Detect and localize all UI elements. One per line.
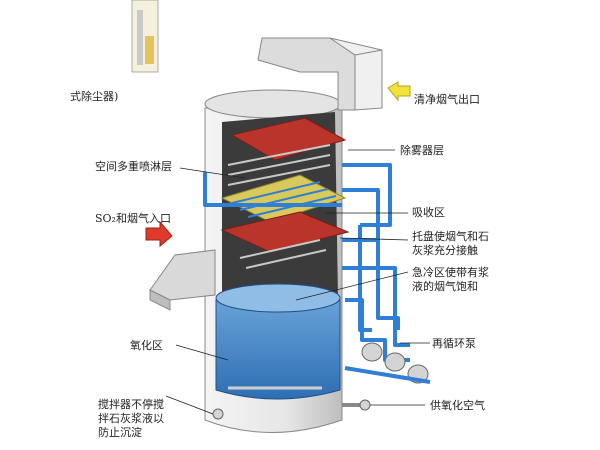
label-spray-layers: 空间多重喷淋层 xyxy=(95,160,172,173)
label-inlet: SO₂和烟气入口 xyxy=(95,212,171,225)
label-quench: 急冷区使带有浆液的烟气饱和 xyxy=(412,266,489,293)
label-demister: 除雾器层 xyxy=(400,144,444,157)
recirculation-pipes xyxy=(203,163,410,362)
label-recirc-pump: 再循环泵 xyxy=(432,337,476,350)
label-oxidation-zone: 氧化区 xyxy=(130,339,163,352)
label-oxidation-air: 供氧化空气 xyxy=(430,399,485,412)
label-absorption-zone: 吸收区 xyxy=(412,206,445,219)
outlet-arrow xyxy=(387,81,411,102)
label-agitator: 搅拌器不停搅拌石灰浆液以防止沉淀 xyxy=(98,398,164,439)
slurry-tank xyxy=(215,283,341,400)
inlet-duct xyxy=(149,249,216,311)
agitator-fitting xyxy=(212,408,224,420)
leader-lines xyxy=(165,149,430,415)
fragment-caption: 式除尘器) xyxy=(70,90,119,103)
fragment-figure xyxy=(131,0,159,73)
air-inlet xyxy=(342,399,371,411)
recirc-pumps xyxy=(344,342,431,384)
label-tray: 托盘使烟气和石灰浆充分接触 xyxy=(412,230,489,257)
inlet-arrow xyxy=(145,220,173,248)
label-clean-outlet: 清净烟气出口 xyxy=(414,93,480,106)
